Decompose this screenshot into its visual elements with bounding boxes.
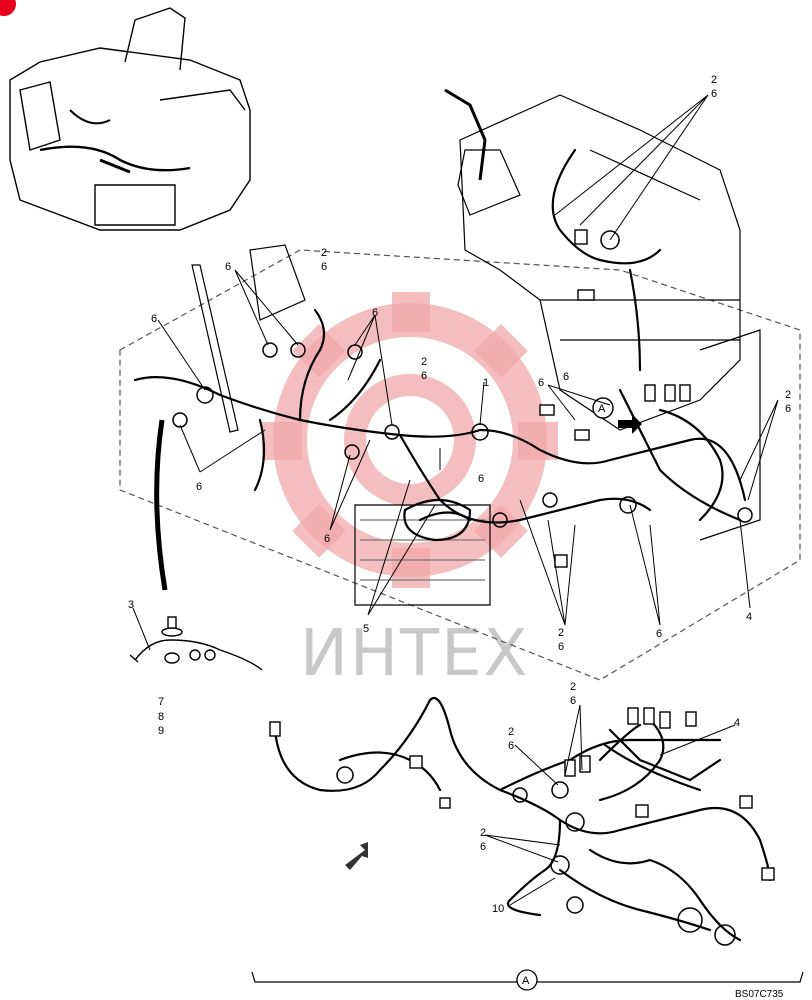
callout-3: 3 [128, 599, 134, 611]
harness-clamps [172, 230, 753, 528]
callout-2: 2 [421, 356, 427, 368]
callout-2: 2 [570, 681, 576, 693]
svg-text:A: A [598, 403, 606, 415]
callout-2: 2 [321, 247, 327, 259]
callout-6: 6 [656, 628, 662, 640]
callout-6: 6 [151, 313, 157, 325]
view-a-caption: A [522, 975, 530, 987]
callout-2: 2 [508, 726, 514, 738]
callout-2: 2 [785, 389, 791, 401]
callout-6: 6 [478, 473, 484, 485]
callout-4: 4 [734, 717, 740, 729]
callout-6: 6 [508, 740, 514, 752]
callout-7: 7 [158, 696, 164, 708]
corner-mark [0, 0, 16, 16]
view-a-detail-harness [273, 697, 772, 942]
view-a-bracket: A [251, 969, 804, 991]
callout-6: 6 [570, 695, 576, 707]
callout-6: 6 [480, 841, 486, 853]
callout-leaders [132, 94, 779, 906]
watermark-text: ИНТЕХ [300, 617, 529, 691]
connector-blocks [539, 229, 691, 568]
detail-leader-arrow [154, 419, 168, 591]
callout-6: 6 [196, 481, 202, 493]
callout-1: 1 [483, 377, 489, 389]
callout-2: 2 [558, 627, 564, 639]
callout-6: 6 [558, 641, 564, 653]
callout-4: 4 [746, 611, 752, 623]
callout-6: 6 [321, 261, 327, 273]
bolt-detail [129, 616, 263, 671]
callout-6: 6 [563, 371, 569, 383]
watermark: ИНТЕХ [262, 292, 558, 691]
callout-6: 6 [225, 261, 231, 273]
callout-5: 5 [363, 623, 369, 635]
callout-8: 8 [158, 711, 164, 723]
callout-6: 6 [324, 533, 330, 545]
callout-6: 6 [785, 403, 791, 415]
callout-labels: 2 6 2 6 6 6 6 2 6 1 6 6 6 6 5 2 6 6 2 6 … [128, 74, 791, 915]
view-a-clamps [336, 766, 736, 946]
callout-2: 2 [480, 827, 486, 839]
callout-2: 2 [711, 74, 717, 86]
callout-10: 10 [492, 903, 504, 915]
view-a-connectors [269, 707, 775, 881]
callout-6: 6 [711, 88, 717, 100]
inset-machine-sketch [9, 7, 251, 231]
callout-9: 9 [158, 725, 164, 737]
machine-body-outline [119, 88, 801, 681]
callout-6: 6 [421, 370, 427, 382]
callout-6: 6 [372, 307, 378, 319]
view-a-marker: A [592, 397, 642, 434]
callout-6: 6 [538, 377, 544, 389]
drawing-code: BS07C735 [735, 989, 784, 1000]
view-a-arrow [345, 842, 368, 870]
